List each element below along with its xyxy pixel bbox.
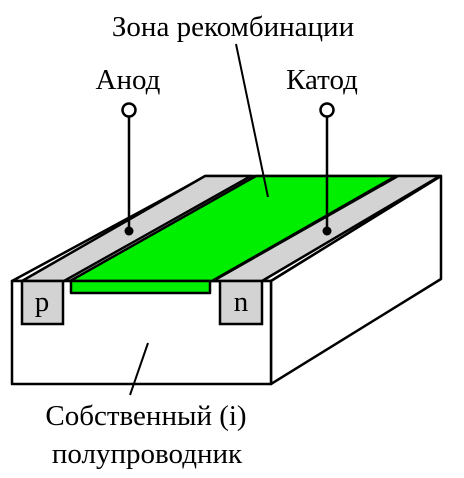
- p-region-front: [20, 279, 65, 326]
- cathode-lead: [319, 102, 335, 236]
- recombination-zone-label: Зона рекомбинации: [112, 11, 354, 43]
- p-region-label: p: [35, 286, 50, 318]
- anode-terminal-icon: [121, 102, 137, 118]
- intrinsic-label-line2: полупроводник: [52, 438, 243, 470]
- cathode-terminal-icon: [319, 102, 335, 118]
- n-region-front: [218, 279, 264, 326]
- intrinsic-pointer: [129, 342, 149, 396]
- recombination-pointer: [235, 43, 269, 198]
- anode-lead: [121, 102, 137, 236]
- anode-label: Анод: [96, 64, 161, 96]
- anode-contact-dot: [124, 226, 134, 236]
- intrinsic-label-line1: Собственный (i): [45, 400, 246, 432]
- n-region-label: n: [234, 286, 249, 318]
- recombination-zone: [68, 174, 398, 295]
- cathode-contact-dot: [322, 226, 332, 236]
- cathode-label: Катод: [286, 64, 358, 96]
- recombination-zone-front: [69, 279, 212, 295]
